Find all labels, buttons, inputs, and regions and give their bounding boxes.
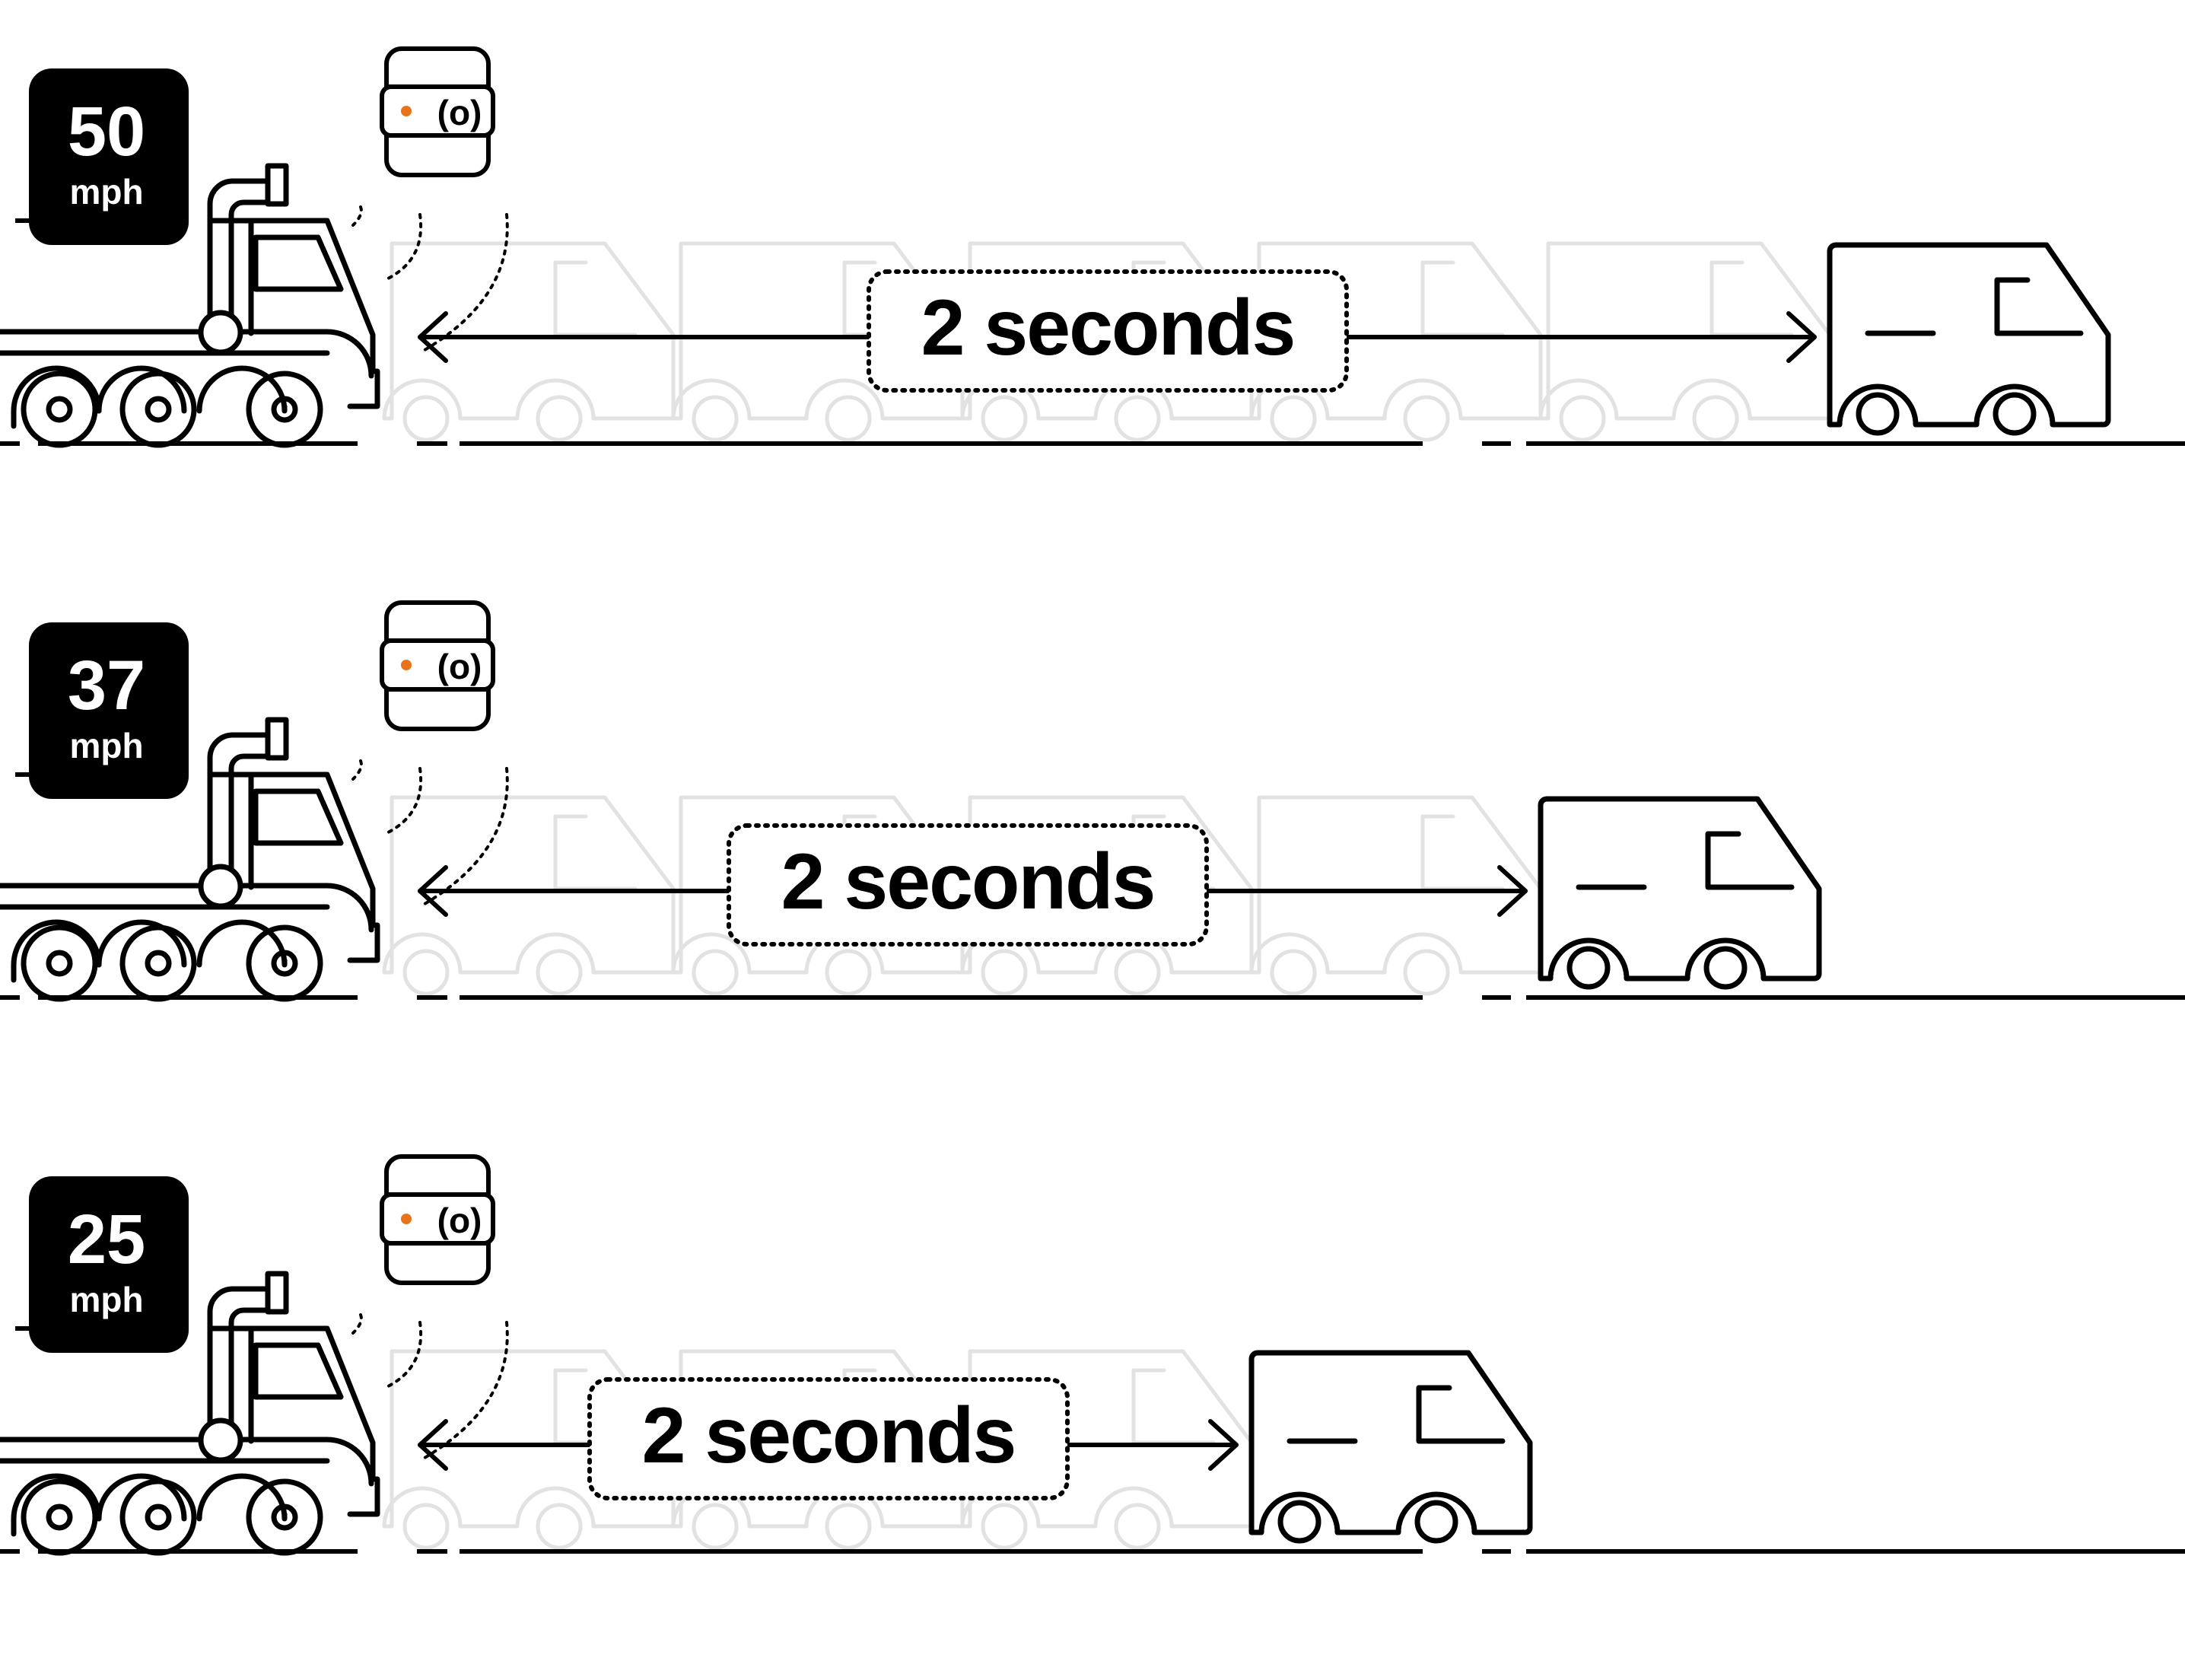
arrow-right-icon — [1497, 865, 1528, 917]
arrow-left-icon — [418, 1419, 448, 1471]
gap-label-box — [727, 823, 1209, 947]
gap-label-box — [867, 269, 1349, 393]
radar-wave-lines — [351, 1313, 509, 1459]
gap-label: 2 seconds — [921, 284, 1295, 372]
lead-van-icon — [1248, 1350, 1533, 1544]
signal-glyph: (o) — [437, 1201, 482, 1240]
wheel-icon — [119, 924, 197, 1002]
wheel-icon — [246, 924, 323, 1002]
radar-sensor-icon: (o) — [380, 1154, 495, 1285]
wheel-icon — [119, 1478, 197, 1556]
speed-unit: mph — [69, 726, 143, 765]
wheel-icon — [1277, 1500, 1321, 1544]
wheel-icon — [21, 924, 98, 1002]
wheel-icon — [246, 371, 323, 448]
signal-glyph: (o) — [437, 647, 482, 686]
wheel-icon — [1566, 946, 1611, 990]
speed-unit: mph — [69, 1280, 143, 1319]
distance-arrow — [418, 311, 1817, 363]
wheel-icon — [1414, 1500, 1458, 1544]
distance-arrow — [418, 1419, 1239, 1471]
ghost-van-icon — [1252, 797, 1541, 994]
gap-label: 2 seconds — [781, 838, 1155, 926]
radar-wave-lines — [351, 759, 509, 905]
wheel-icon — [1856, 392, 1900, 436]
speed-value: 50 — [68, 93, 145, 170]
lead-van-icon — [1827, 242, 2111, 436]
sensor-status-dot — [401, 660, 412, 670]
radar-wave-lines — [351, 205, 509, 352]
radar-sensor-icon: (o) — [380, 46, 495, 177]
speed-badge — [29, 622, 189, 799]
sensor-status-dot — [401, 1214, 412, 1224]
truck-icon — [0, 717, 380, 1002]
wheel-icon — [119, 371, 197, 448]
speed-badge — [29, 68, 189, 245]
arrow-left-icon — [418, 865, 448, 917]
signal-glyph: (o) — [437, 93, 482, 132]
sensor-status-dot — [401, 106, 412, 116]
truck-icon — [0, 1271, 380, 1556]
wheel-icon — [21, 1478, 98, 1556]
gap-label-box — [587, 1377, 1070, 1500]
distance-arrow — [418, 865, 1528, 917]
speed-value: 37 — [68, 647, 145, 724]
wheel-icon — [1993, 392, 2037, 436]
speed-badge — [29, 1176, 189, 1353]
truck-icon — [0, 163, 380, 448]
wheel-icon — [246, 1478, 323, 1556]
speed-value: 25 — [68, 1201, 145, 1278]
arrow-right-icon — [1786, 311, 1817, 363]
radar-sensor-icon: (o) — [380, 600, 495, 731]
wheel-icon — [1703, 946, 1748, 990]
ghost-van-icon — [1541, 243, 1830, 440]
wheel-icon — [21, 371, 98, 448]
speed-unit: mph — [69, 172, 143, 212]
arrow-left-icon — [418, 311, 448, 363]
lead-van-icon — [1538, 796, 1822, 990]
gap-label: 2 seconds — [642, 1392, 1016, 1480]
arrow-right-icon — [1208, 1419, 1239, 1471]
